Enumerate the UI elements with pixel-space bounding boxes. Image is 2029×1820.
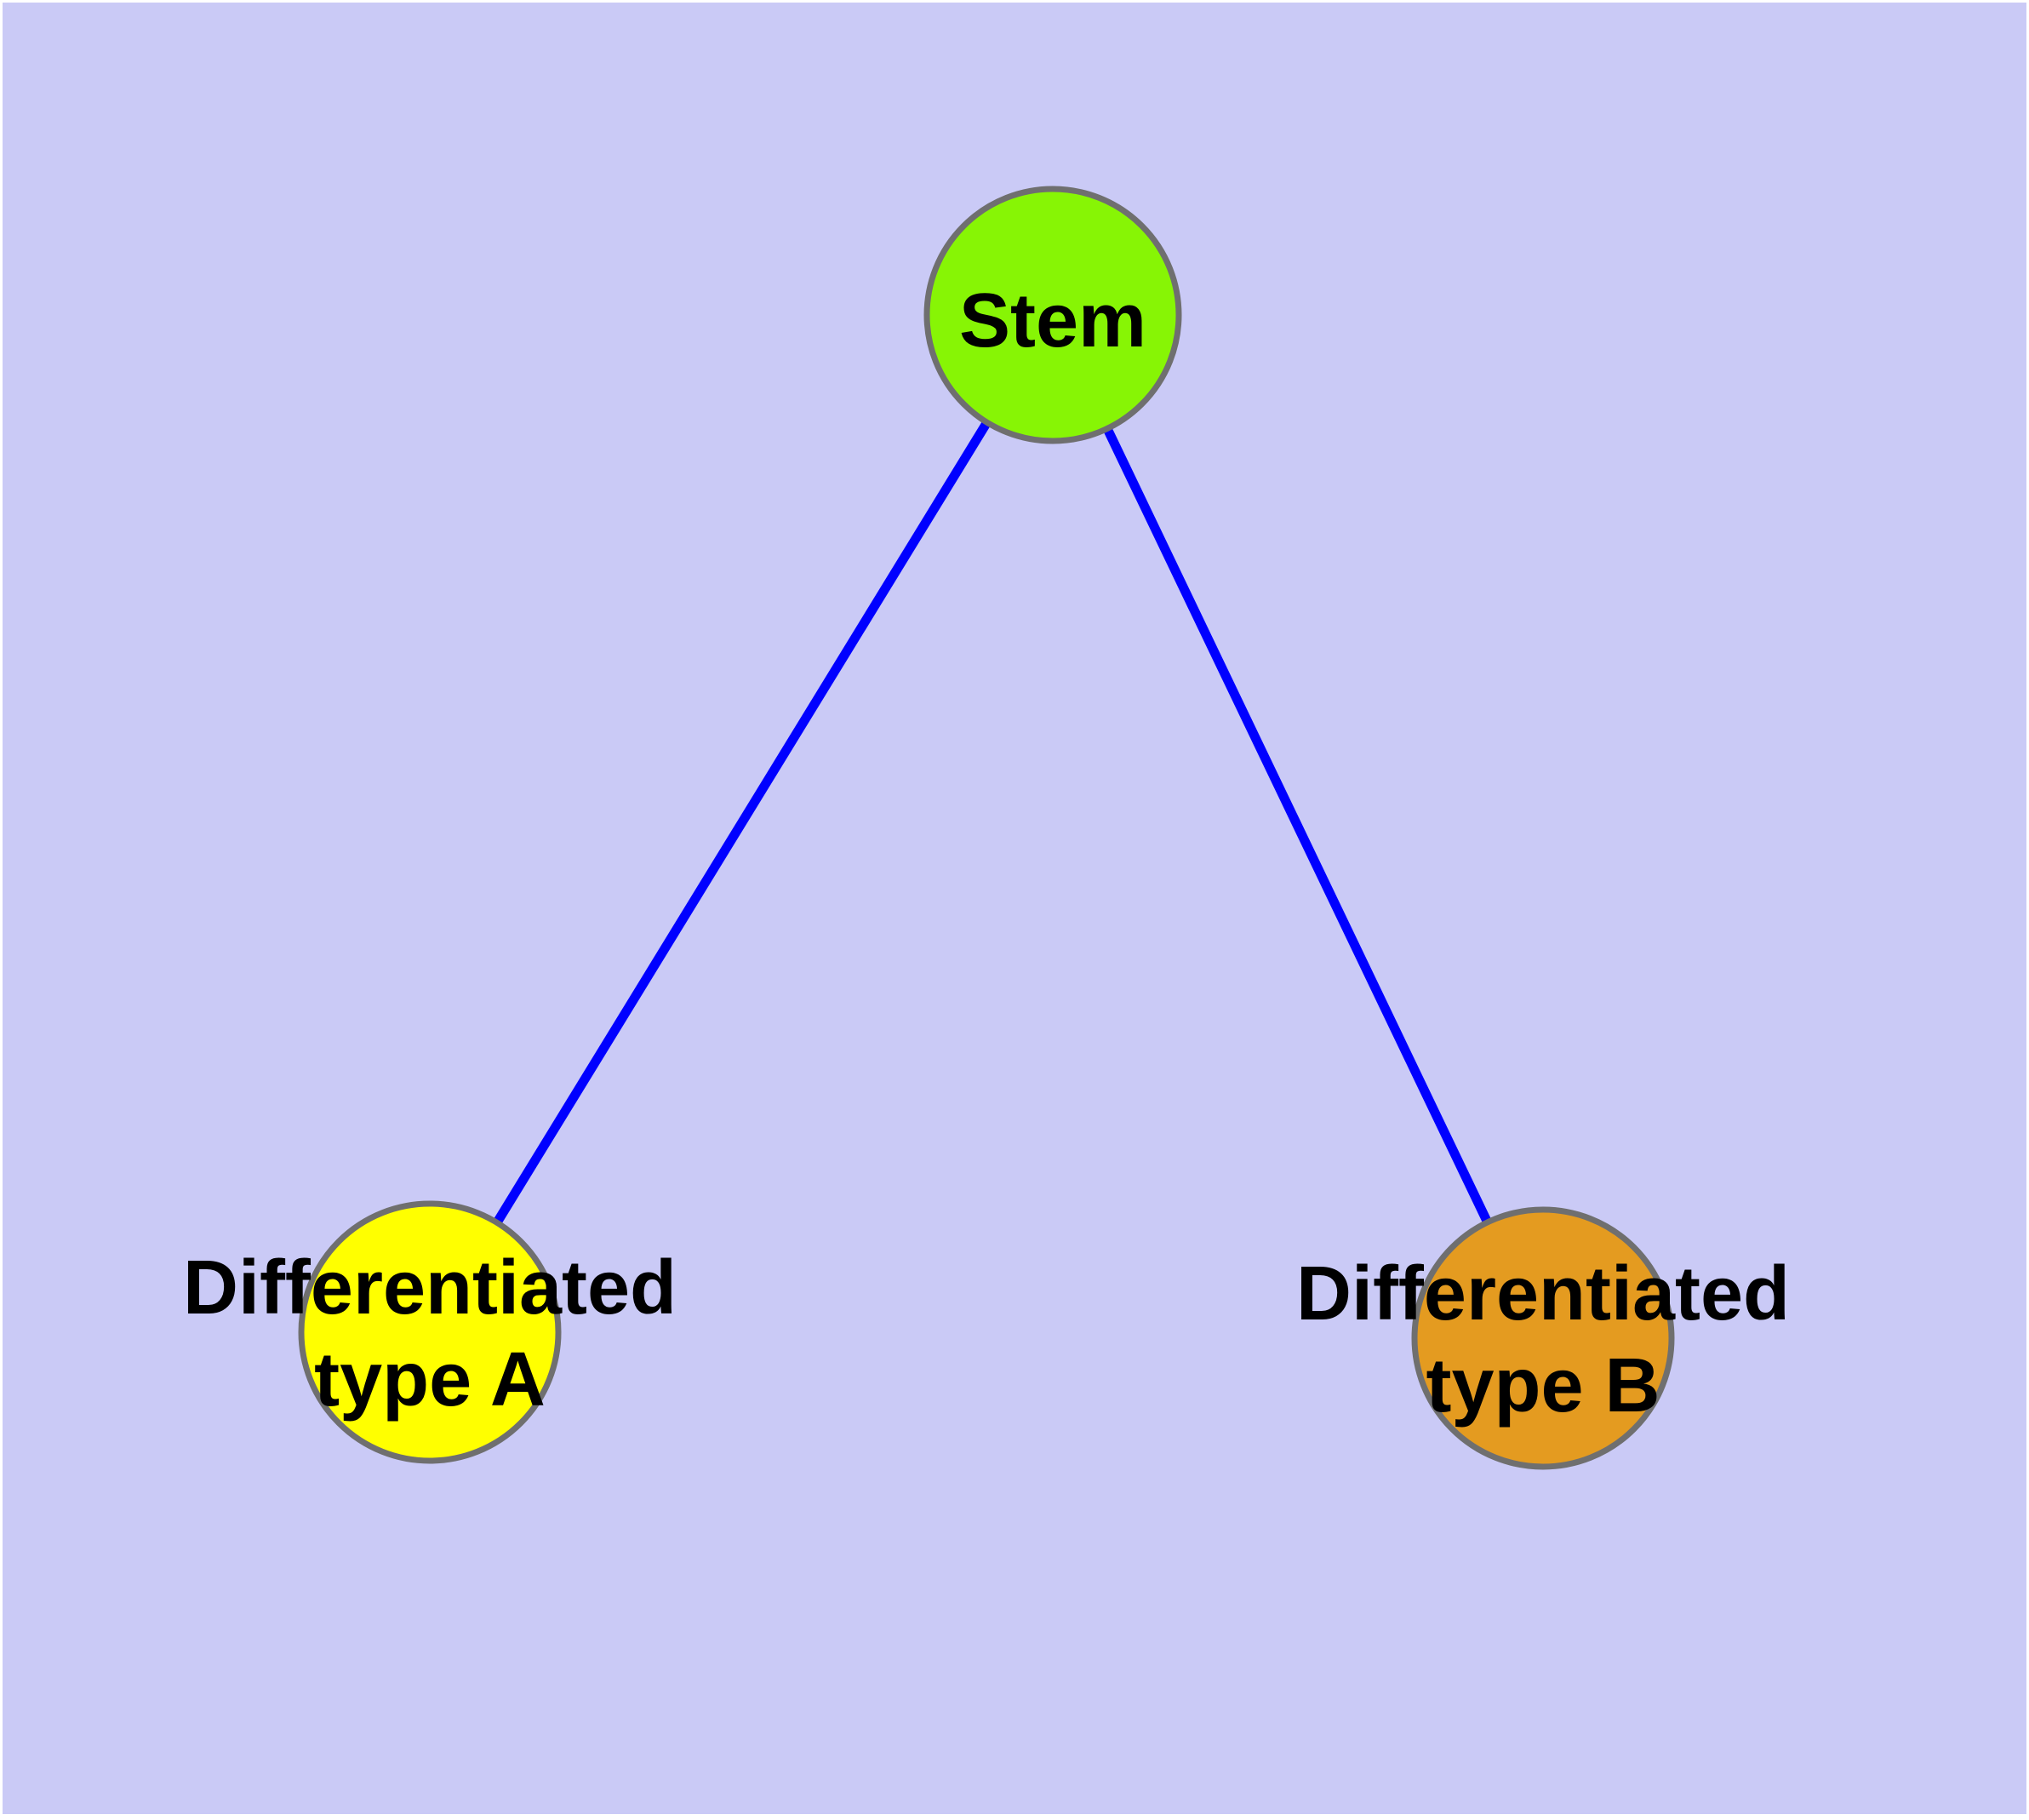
node-differentiated-type-b[interactable]: Differentiated type B bbox=[1296, 1206, 1790, 1470]
node-differentiated-type-a-label-line1: Differentiated bbox=[183, 1245, 677, 1331]
edge-stem-to-type-a bbox=[426, 312, 1057, 1335]
node-differentiated-type-a-circle[interactable] bbox=[298, 1200, 562, 1464]
node-differentiated-type-b-label-line1: Differentiated bbox=[1296, 1251, 1790, 1336]
node-differentiated-type-a[interactable]: Differentiated type A bbox=[183, 1200, 677, 1464]
edge-stem-to-type-b bbox=[1049, 312, 1547, 1341]
node-stem-circle[interactable] bbox=[923, 186, 1182, 444]
node-differentiated-type-a-label-line2: type A bbox=[314, 1337, 546, 1422]
node-stem-label: Stem bbox=[959, 278, 1146, 363]
node-stem[interactable]: Stem bbox=[923, 186, 1182, 444]
node-differentiated-type-b-circle[interactable] bbox=[1411, 1206, 1675, 1470]
node-differentiated-type-b-label-line2: type B bbox=[1426, 1343, 1660, 1428]
